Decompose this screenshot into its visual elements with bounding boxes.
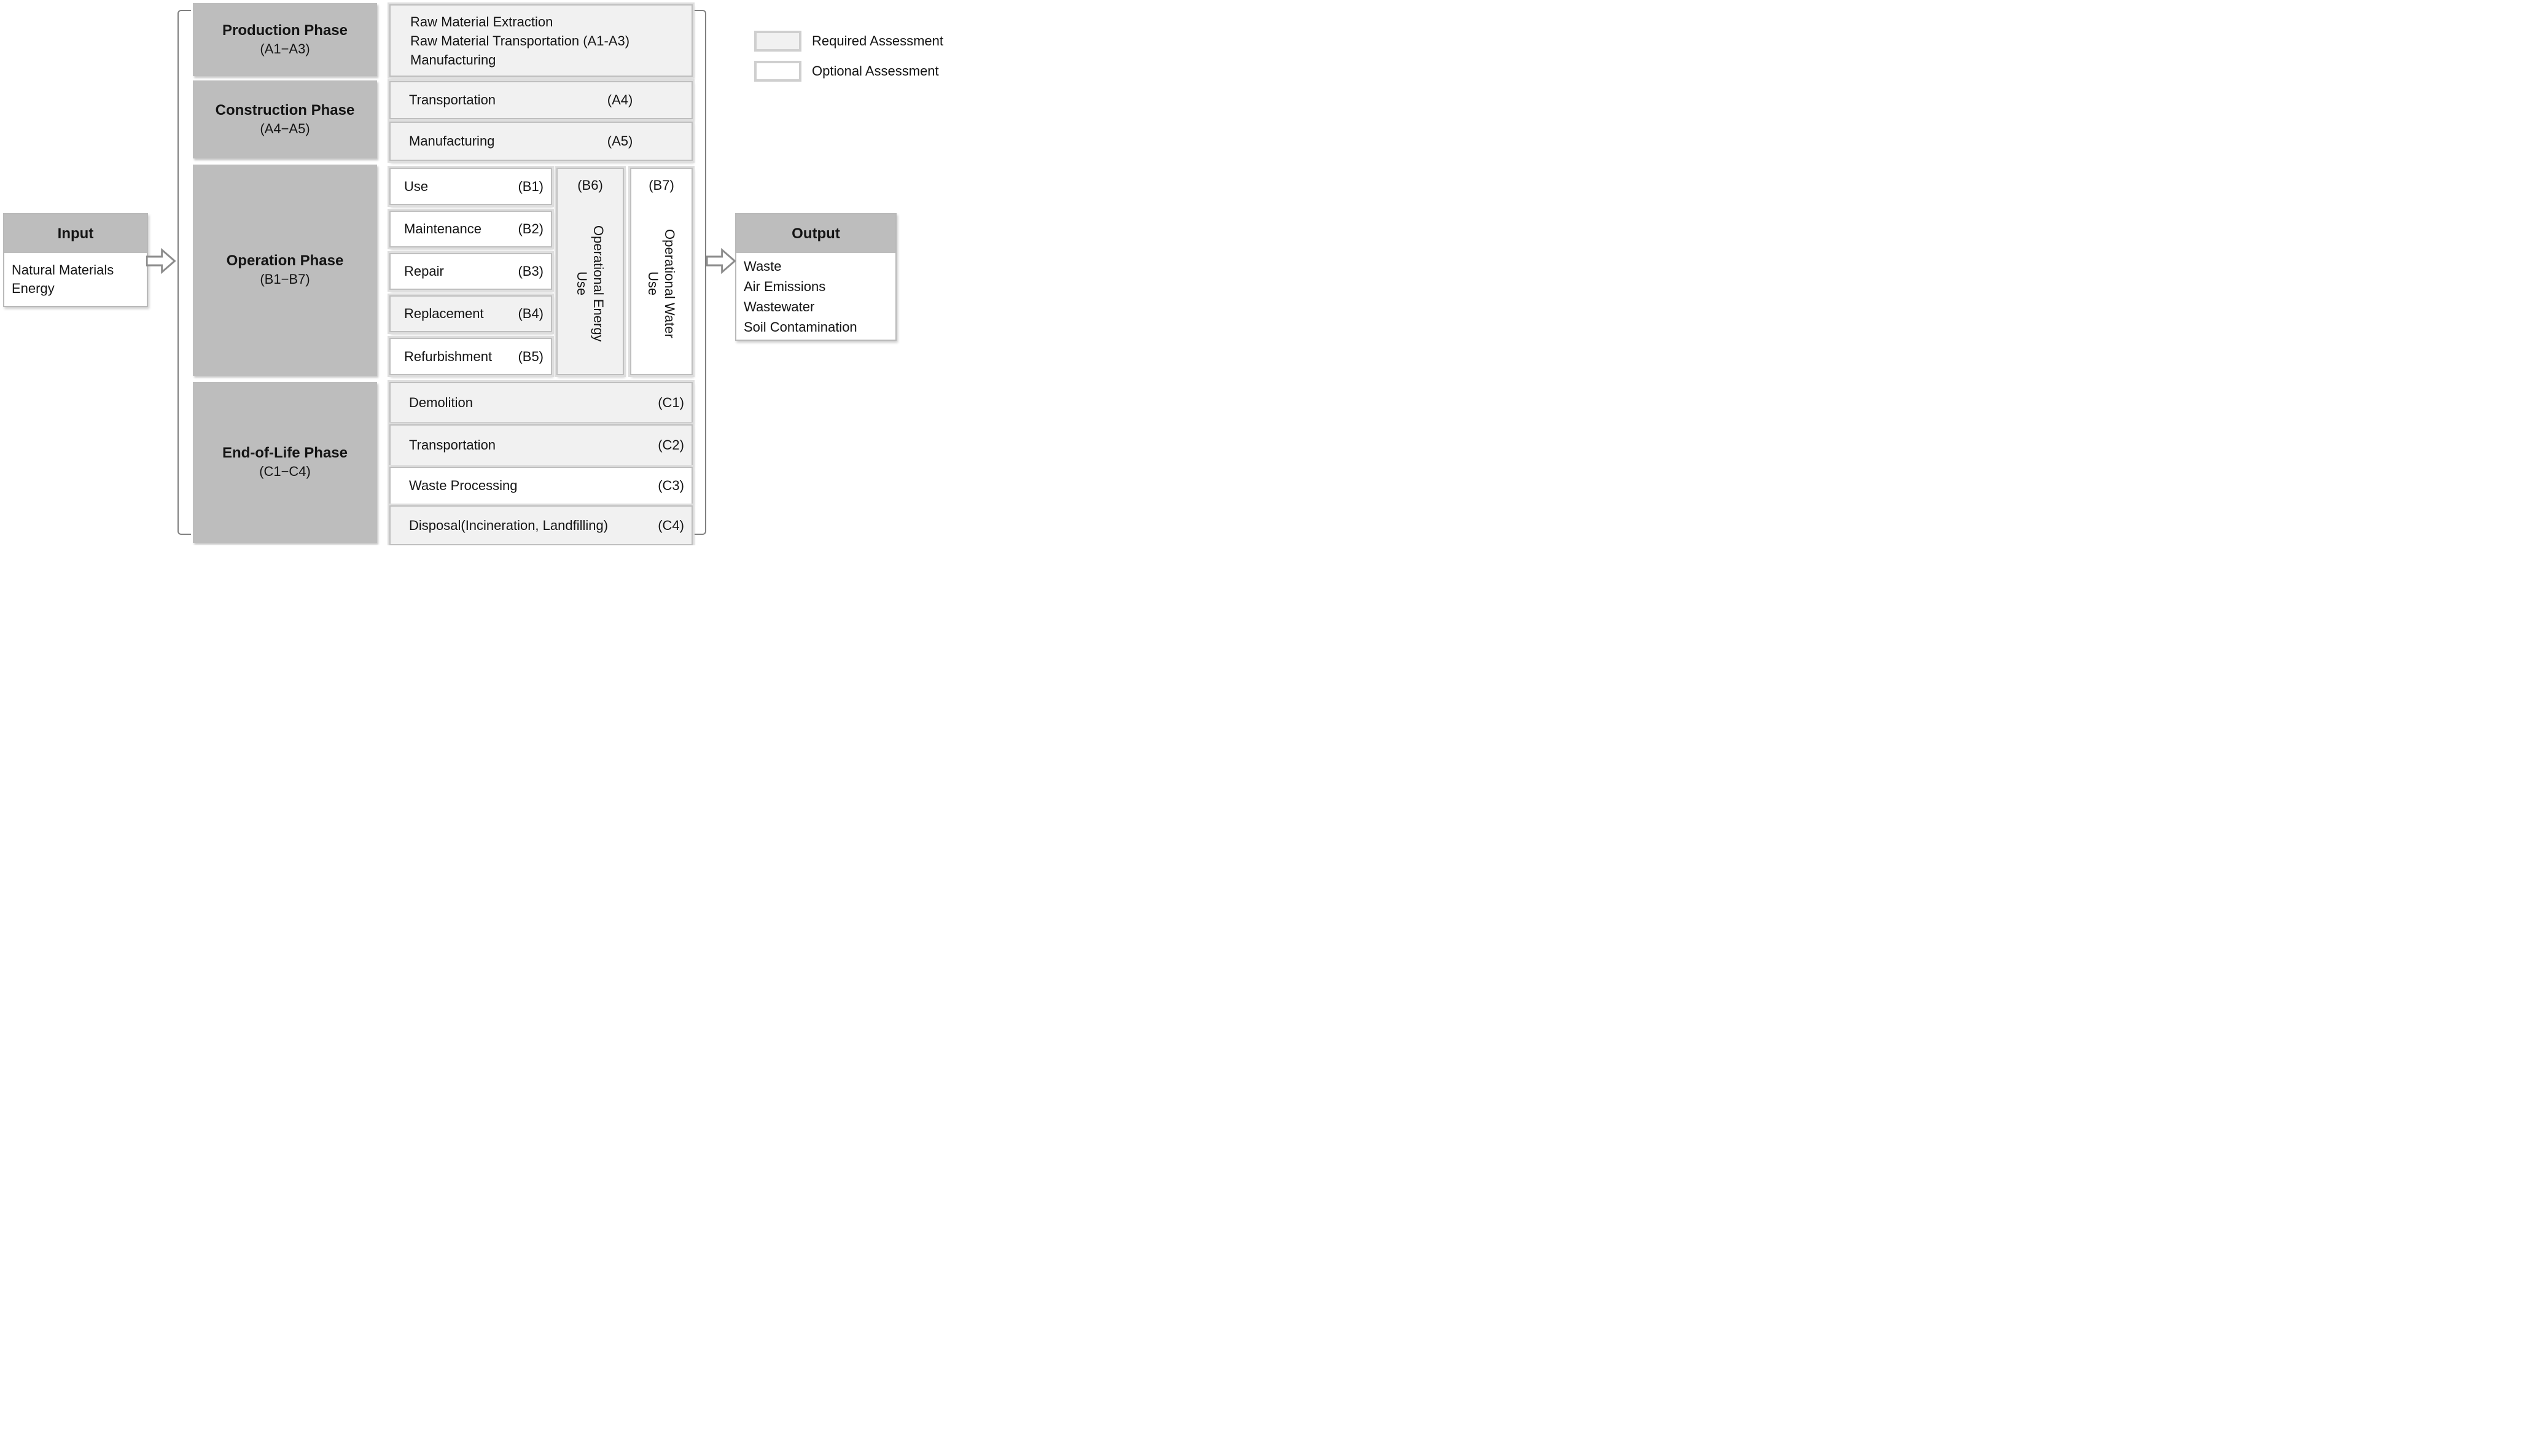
input-header: Input bbox=[4, 214, 147, 253]
phase-operation-range: (B1−B7) bbox=[260, 271, 310, 287]
activity-c2-label: Transportation bbox=[409, 437, 496, 453]
activity-c4-label: Disposal(Incineration, Landfilling) bbox=[409, 517, 609, 533]
output-flow-arrow-icon bbox=[706, 247, 736, 274]
activity-c3-label: Waste Processing bbox=[409, 478, 518, 493]
activity-b7-code: (B7) bbox=[649, 177, 674, 193]
phase-construction-range: (A4−A5) bbox=[260, 120, 310, 136]
activity-a1-a3-line-1: Raw Material Extraction bbox=[410, 14, 553, 29]
legend-swatch-required bbox=[754, 31, 801, 52]
activity-b3-label: Repair bbox=[404, 263, 444, 279]
activity-b1-label: Use bbox=[404, 178, 429, 194]
phase-production-range: (A1−A3) bbox=[260, 41, 310, 56]
activity-a5-code: (A5) bbox=[607, 133, 633, 149]
activity-a4-code: (A4) bbox=[607, 92, 633, 107]
activity-b7-label-wrap: Operational Water Use bbox=[631, 193, 692, 374]
activity-box-a5: Manufacturing (A5) bbox=[389, 122, 693, 161]
output-body: Waste Air Emissions Wastewater Soil Cont… bbox=[736, 253, 895, 340]
activity-box-c4: Disposal(Incineration, Landfilling) (C4) bbox=[389, 505, 693, 545]
legend-swatch-optional bbox=[754, 61, 801, 82]
left-bracket bbox=[177, 10, 191, 535]
activity-c2-code: (C2) bbox=[658, 437, 684, 453]
activity-b5-code: (B5) bbox=[518, 348, 544, 364]
activity-b4-label: Replacement bbox=[404, 306, 484, 321]
legend-label-required: Required Assessment bbox=[812, 33, 943, 49]
phase-end-of-life: End-of-Life Phase (C1−C4) bbox=[193, 382, 377, 543]
phase-construction-title: Construction Phase bbox=[215, 101, 355, 119]
output-item: Waste bbox=[744, 258, 782, 274]
activity-b1-code: (B1) bbox=[518, 178, 544, 194]
phase-operation: Operation Phase (B1−B7) bbox=[193, 165, 377, 376]
output-box: Output Waste Air Emissions Wastewater So… bbox=[735, 213, 897, 341]
activity-b2-label: Maintenance bbox=[404, 221, 481, 236]
activity-b7-label: Operational Water Use bbox=[645, 229, 677, 338]
phase-construction: Construction Phase (A4−A5) bbox=[193, 80, 377, 158]
output-item: Wastewater bbox=[744, 298, 815, 314]
phase-production-title: Production Phase bbox=[222, 21, 348, 39]
activity-box-c3: Waste Processing (C3) bbox=[389, 467, 693, 505]
activity-a5-label: Manufacturing bbox=[409, 133, 495, 149]
activity-c4-code: (C4) bbox=[658, 517, 684, 533]
activity-b5-label: Refurbishment bbox=[404, 348, 493, 364]
activity-box-a1-a3: Raw Material Extraction Raw Material Tra… bbox=[389, 4, 693, 77]
output-item: Soil Contamination bbox=[744, 319, 857, 335]
activity-box-b3: Repair (B3) bbox=[389, 253, 552, 290]
legend-row-optional: Optional Assessment bbox=[754, 61, 943, 82]
activity-box-b2: Maintenance (B2) bbox=[389, 211, 552, 247]
input-item: Energy bbox=[12, 281, 55, 296]
activity-b4-code: (B4) bbox=[518, 306, 544, 321]
activity-box-b1: Use (B1) bbox=[389, 168, 552, 205]
phase-production: Production Phase (A1−A3) bbox=[193, 3, 377, 76]
activity-box-a4: Transportation (A4) bbox=[389, 81, 693, 119]
activity-c1-code: (C1) bbox=[658, 394, 684, 410]
input-body: Natural Materials Energy bbox=[4, 253, 147, 306]
activity-a1-a3-line-2: Raw Material Transportation (A1-A3) bbox=[410, 33, 630, 49]
input-flow-arrow-icon bbox=[146, 247, 176, 274]
activity-b2-code: (B2) bbox=[518, 221, 544, 236]
output-item: Air Emissions bbox=[744, 278, 826, 294]
activity-b6-code: (B6) bbox=[577, 177, 603, 193]
output-header: Output bbox=[736, 214, 895, 253]
activity-a1-a3-line-3: Manufacturing bbox=[410, 52, 496, 68]
phase-end-of-life-title: End-of-Life Phase bbox=[222, 445, 348, 461]
activity-box-b7: (B7) Operational Water Use bbox=[630, 168, 693, 375]
right-bracket bbox=[693, 10, 706, 535]
activity-b6-label-wrap: Operational Energy Use bbox=[558, 193, 623, 374]
phase-end-of-life-range: (C1−C4) bbox=[259, 464, 311, 479]
phase-operation-title: Operation Phase bbox=[226, 252, 344, 269]
activity-b6-label: Operational Energy Use bbox=[574, 225, 606, 342]
legend-row-required: Required Assessment bbox=[754, 31, 943, 52]
activity-a4-label: Transportation bbox=[409, 92, 496, 107]
input-item: Natural Materials bbox=[12, 262, 114, 278]
activity-box-b4: Replacement (B4) bbox=[389, 295, 552, 332]
legend-label-optional: Optional Assessment bbox=[812, 63, 939, 79]
activity-c1-label: Demolition bbox=[409, 394, 473, 410]
activity-box-c1: Demolition (C1) bbox=[389, 382, 693, 423]
activity-box-b5: Refurbishment (B5) bbox=[389, 338, 552, 375]
activity-box-b6: (B6) Operational Energy Use bbox=[556, 168, 624, 375]
activity-c3-code: (C3) bbox=[658, 478, 684, 493]
input-box: Input Natural Materials Energy bbox=[3, 213, 148, 307]
activity-b3-code: (B3) bbox=[518, 263, 544, 279]
lca-phase-diagram: Required Assessment Optional Assessment … bbox=[0, 0, 950, 545]
activity-box-c2: Transportation (C2) bbox=[389, 424, 693, 466]
legend: Required Assessment Optional Assessment bbox=[754, 31, 943, 91]
